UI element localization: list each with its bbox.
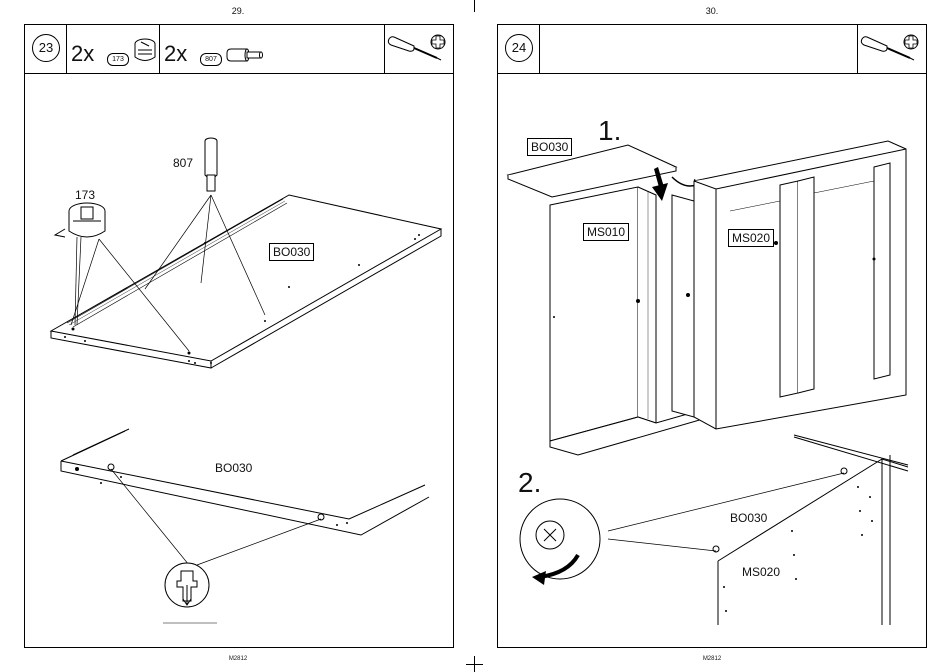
label-ms020: MS020: [728, 229, 774, 247]
label-ms010: MS010: [583, 223, 629, 241]
label-bo030-top: BO030: [269, 243, 314, 261]
crop-mark-top: [474, 0, 475, 12]
label-bo030-bottom: BO030: [215, 461, 252, 475]
label-173: 173: [75, 188, 95, 202]
instruction-page-24: 24: [497, 24, 927, 648]
label-807: 807: [173, 156, 193, 170]
bolt-807: [205, 138, 217, 191]
arrow-curve: [672, 177, 696, 186]
label-bo030: BO030: [527, 138, 572, 156]
frame-ms020: [694, 141, 906, 429]
instruction-page-23: 23 2x 173 2x 807: [24, 24, 454, 648]
cam-lock-173: [55, 203, 105, 237]
footer-code-left: M2812: [218, 656, 258, 662]
detail-corner: [718, 435, 908, 625]
page-number-right: 30.: [692, 6, 732, 16]
zoom-detail-circle: [520, 499, 600, 585]
label-bo030-detail: BO030: [730, 511, 767, 525]
frame-ms010: [550, 187, 710, 455]
board-panel: [51, 195, 441, 368]
zoom-detail-circle: [165, 563, 209, 607]
board-edge-detail: [61, 429, 429, 535]
edge-holes: [75, 464, 348, 526]
page-number-left: 29.: [218, 6, 258, 16]
sub-step-2: 2.: [518, 469, 541, 497]
assembly-illustration-24: [498, 25, 928, 649]
sub-step-1: 1.: [598, 117, 621, 145]
footer-code-right: M2812: [692, 656, 732, 662]
detail-holes: [713, 468, 873, 612]
crop-mark-bottom-h: [466, 664, 483, 665]
label-ms020-detail: MS020: [742, 565, 780, 579]
assembly-illustration-23: [25, 25, 455, 649]
